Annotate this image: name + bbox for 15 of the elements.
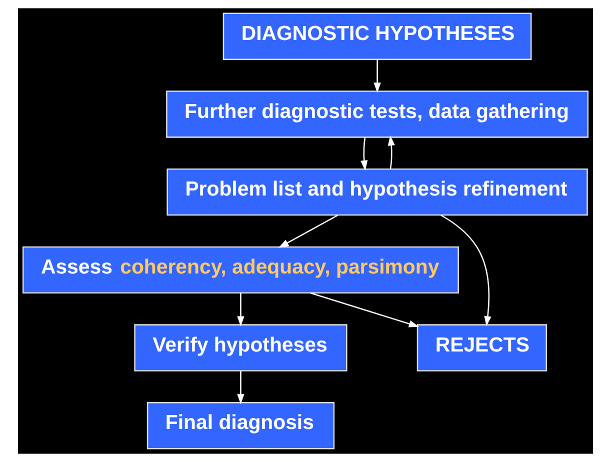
arrow	[278, 214, 338, 248]
node-box: Final diagnosis	[146, 402, 335, 450]
arrow	[237, 370, 244, 404]
node-box: Problem list and hypothesis refinement	[166, 168, 588, 216]
node-box: REJECTS	[416, 324, 548, 372]
arrow	[440, 214, 492, 326]
arrow	[310, 292, 420, 328]
arrow	[388, 135, 395, 169]
node-box: Verify hypotheses	[134, 324, 348, 372]
arrow	[374, 59, 381, 93]
node-box: Further diagnostic tests, data gathering	[166, 90, 589, 138]
node-box: Assess coherency, adequacy, parsimony	[22, 246, 459, 294]
arrow	[237, 293, 244, 326]
arrow	[360, 137, 368, 171]
node-box: DIAGNOSTIC HYPOTHESES	[222, 12, 532, 60]
